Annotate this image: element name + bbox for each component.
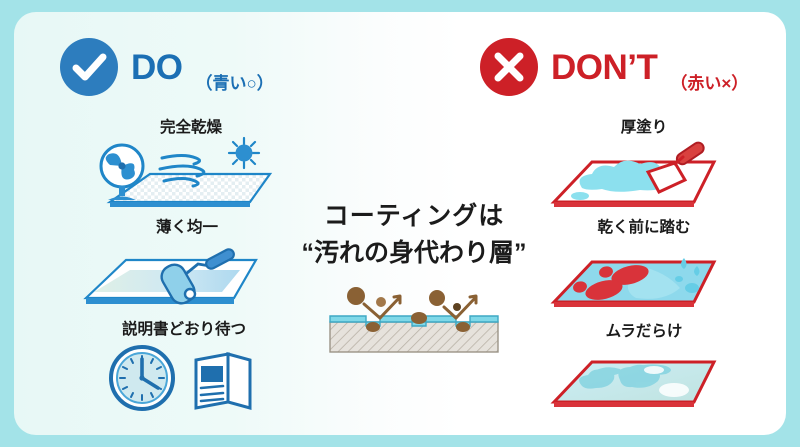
do-title: DO (131, 47, 183, 87)
dont-title: DON’T (551, 47, 658, 87)
do-subtitle: （青い○） (195, 74, 274, 93)
dont-item-3-label: ムラだらけ (605, 323, 683, 340)
cross-circle-icon (480, 38, 538, 96)
clock-manual-art (74, 338, 294, 421)
do-item-thin-even: 薄く均一 (74, 220, 294, 321)
dont-item-step-before-dry: 乾く前に踏む (534, 220, 754, 321)
do-item-wait-instructions: 説明書どおり待つ (74, 322, 294, 421)
dont-item-thick-coat: 厚塗り (534, 120, 754, 221)
roller-thin-coat-art (74, 236, 294, 321)
center-line-2: “汚れの身代わり層” (301, 239, 527, 267)
do-item-3-label: 説明書どおり待つ (121, 321, 246, 338)
center-message: コーティングは “汚れの身代わり層” (280, 200, 548, 269)
dont-header: DON’T （赤い×） (480, 38, 748, 96)
footprints-splash-art (534, 236, 754, 321)
streaky-uneven-art (534, 340, 754, 423)
do-item-complete-drying: 完全乾燥 (74, 120, 294, 219)
dont-item-2-label: 乾く前に踏む (597, 219, 691, 236)
coating-cross-section-diagram (326, 284, 502, 365)
do-header: DO （青い○） (60, 38, 274, 96)
do-item-1-label: 完全乾燥 (159, 119, 222, 136)
dont-item-streaky: ムラだらけ (534, 324, 754, 423)
center-line-1: コーティングは (323, 202, 505, 230)
trowel-puddle-art (534, 136, 754, 221)
do-item-2-label: 薄く均一 (155, 219, 218, 236)
dont-item-1-label: 厚塗り (620, 119, 668, 136)
fan-sun-tile-art (74, 136, 294, 219)
check-circle-icon (60, 38, 118, 96)
content-card: DO （青い○） DON’T （赤い×） 完全乾燥 (14, 12, 786, 435)
dont-subtitle: （赤い×） (670, 74, 749, 93)
